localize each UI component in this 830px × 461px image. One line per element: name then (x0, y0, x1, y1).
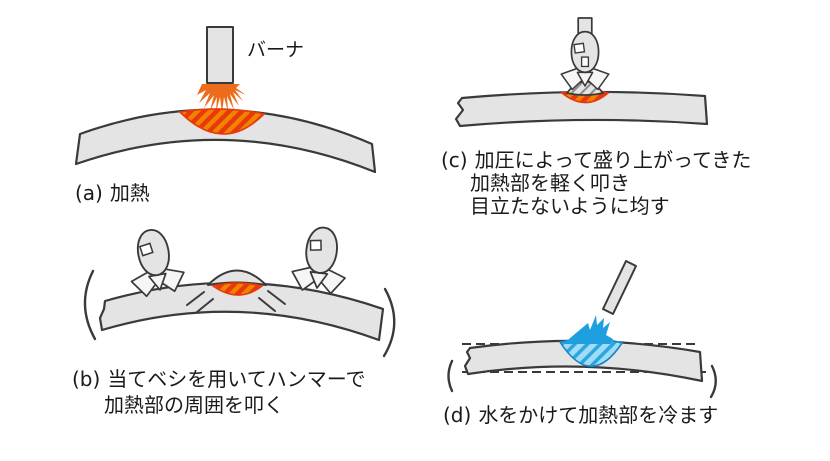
caption-b-marker: (b) (72, 367, 100, 391)
panel-d-cooling: (d)水をかけて加熱部を冷ます (443, 260, 718, 427)
hammer-right-icon (289, 223, 352, 296)
motion-line (196, 298, 214, 313)
curved-plate-a (74, 108, 377, 174)
heated-zone-b (211, 282, 264, 296)
paren-right-d (709, 364, 717, 399)
caption-c-line3: 目立たないように均す (470, 194, 670, 218)
caption-c-marker: (c) (441, 148, 468, 172)
burner-tube-icon (206, 26, 234, 84)
panel-a-heating: バーナ (a) 加熱 (74, 26, 377, 205)
hammer-left-icon (122, 224, 188, 300)
paren-left-d (447, 359, 454, 393)
caption-a-text: 加熱 (110, 181, 150, 205)
caption-d: (d)水をかけて加熱部を冷ます (443, 403, 718, 427)
water-splash-icon (563, 315, 613, 344)
motion-line (267, 290, 286, 305)
burner-flame-icon (197, 84, 246, 113)
hammer-c-lower-hole (580, 56, 590, 68)
hammer-c-icon (560, 17, 610, 91)
vibration-paren-right-b (382, 287, 396, 358)
caption-a-marker: (a) (75, 181, 103, 205)
heated-zone-a (178, 108, 266, 135)
vibration-paren-left-b (83, 269, 97, 341)
burner-label: バーナ (247, 39, 304, 61)
caption-c-line1: (c)加圧によって盛り上がってきた (441, 148, 751, 172)
panel-c-tapping: (c)加圧によって盛り上がってきた 加熱部を軽く叩き 目立たないように均す (441, 17, 751, 218)
caption-a: (a) 加熱 (75, 181, 150, 205)
caption-c-line2: 加熱部を軽く叩き (470, 171, 630, 195)
curved-plate-b (98, 281, 385, 342)
water-pipe-icon (602, 260, 637, 315)
caption-b-line2: 加熱部の周囲を叩く (104, 393, 284, 417)
caption-b-line1: (b)当てベシを用いてハンマーで (72, 367, 366, 391)
caption-d-marker: (d) (443, 403, 471, 427)
motion-line (258, 297, 276, 312)
plate-c (454, 90, 709, 128)
panel-b-hammering: (b)当てベシを用いてハンマーで 加熱部の周囲を叩く (72, 223, 396, 417)
motion-line (186, 291, 205, 306)
